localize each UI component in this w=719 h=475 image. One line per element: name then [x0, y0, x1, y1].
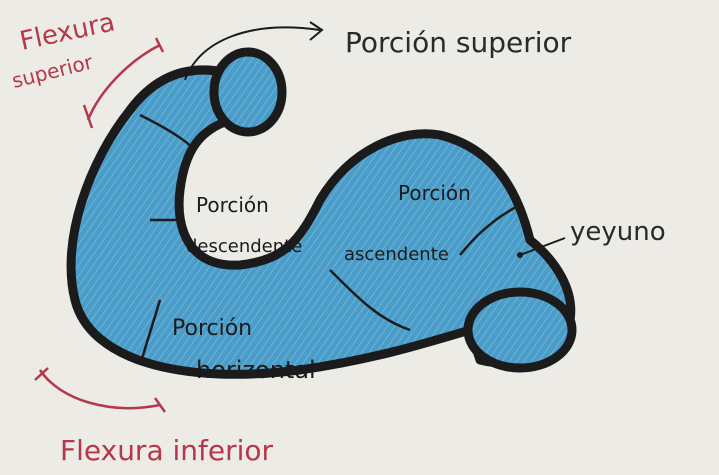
label-porcion-superior: Porción superior: [345, 26, 572, 59]
pointer-yeyuno: [519, 237, 566, 256]
arc-flexura-inferior-tick: [34, 367, 167, 413]
arrow-porcion-superior-head: [309, 21, 324, 41]
label-porcion-descendente-1: Porción: [196, 193, 269, 217]
label-flexura-superior-1: Flexura: [17, 7, 117, 56]
arc-flexura-inferior: [38, 369, 161, 410]
superior-opening: [209, 47, 287, 137]
label-porcion-ascendente-1: Porción: [398, 181, 471, 205]
label-porcion-descendente-2: descendente: [186, 236, 302, 257]
label-yeyuno: yeyuno: [570, 217, 666, 247]
label-flexura-inferior: Flexura inferior: [60, 434, 274, 467]
label-porcion-horizontal-1: Porción: [172, 316, 252, 341]
division-line-yeyuno: [459, 203, 521, 256]
division-line-horizontal: [138, 299, 162, 366]
arrow-porcion-superior: [184, 26, 321, 81]
arc-flexura-superior: [86, 43, 161, 121]
yeyuno-opening: [463, 287, 577, 373]
division-line-ascendente: [329, 269, 411, 332]
label-porcion-ascendente-2: ascendente: [344, 244, 449, 265]
division-line-superior: [139, 113, 196, 151]
yeyuno-dot: [517, 252, 523, 258]
arc-flexura-superior-tick: [82, 37, 165, 129]
label-porcion-horizontal-2: horizontal: [196, 356, 316, 384]
